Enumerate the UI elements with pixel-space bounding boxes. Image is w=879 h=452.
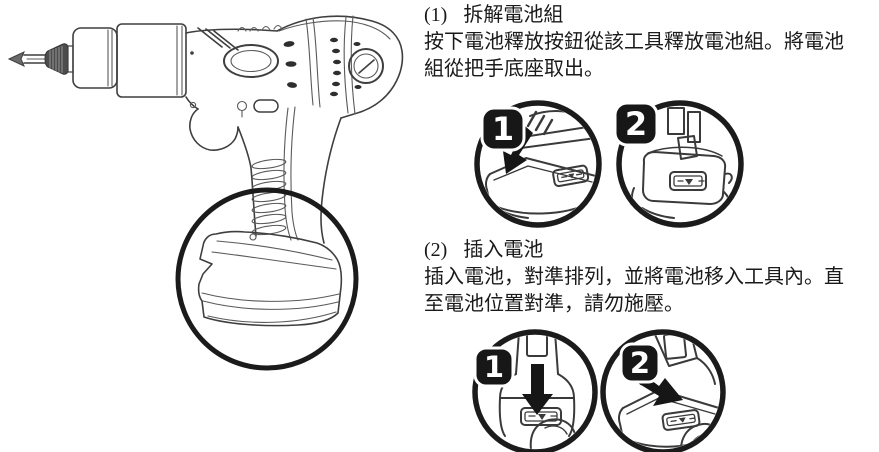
release-button — [669, 171, 707, 191]
magnifier-circle — [175, 187, 359, 371]
top-scallops — [237, 24, 283, 32]
grip-ribs — [251, 158, 287, 236]
handle-front-view — [515, 335, 559, 375]
thumb-outline — [529, 418, 577, 449]
svg-text:2: 2 — [630, 346, 650, 380]
section-1-heading: (1) 拆解電池組 — [424, 2, 879, 29]
vent-slashes — [197, 27, 239, 51]
step-badge-1: 1 — [480, 106, 526, 152]
section-2-number: (2) — [424, 239, 448, 261]
chuck — [44, 43, 74, 75]
motion-hatch-lines — [526, 110, 554, 136]
section-2-title: 插入電池 — [463, 239, 544, 261]
step-figure-insert-2: 2 — [595, 324, 731, 452]
battery-top-edge — [489, 157, 596, 177]
section-1-body-line-2: 組從把手底座取出。 — [424, 58, 604, 80]
section-1: (1) 拆解電池組 按下電池釋放按鈕從該工具釋放電池組。將電池 組從把手底座取出。 — [424, 2, 879, 83]
cordless-drill-drawing — [7, 15, 404, 371]
step-figure-remove-2: 2 — [612, 96, 748, 232]
release-button — [552, 164, 590, 188]
battery-pack — [197, 230, 343, 327]
handle — [251, 106, 342, 244]
svg-text:2: 2 — [625, 105, 647, 143]
trigger — [185, 96, 257, 237]
mode-button — [190, 44, 279, 78]
front-barrel — [72, 27, 118, 89]
section-2-heading: (2) 插入電池 — [424, 237, 879, 264]
release-button — [661, 409, 701, 431]
step-figure-remove-1: 1 — [470, 96, 606, 232]
torque-dial — [348, 48, 384, 84]
section-1-body-line-1: 按下電池釋放按鈕從該工具釋放電池組。將電池 — [424, 31, 844, 53]
drill-bit-icon — [7, 50, 50, 68]
battery-body — [642, 151, 727, 205]
svg-text:1: 1 — [492, 110, 514, 148]
housing-vent-slots — [283, 37, 362, 97]
handle-stub — [667, 107, 701, 143]
step-figure-insert-1: 1 — [467, 324, 603, 452]
section-1-number: (1) — [424, 4, 448, 26]
svg-text:1: 1 — [484, 350, 504, 384]
drill-illustration — [0, 0, 440, 400]
gear-case — [116, 23, 187, 98]
step-badge-2: 2 — [619, 342, 661, 384]
step-badge-1: 1 — [473, 346, 515, 388]
section-2-body-line-1: 插入電池，對準排列，並將電池移入工具內。直 — [424, 266, 844, 288]
section-2: (2) 插入電池 插入電池，對準排列，並將電池移入工具內。直 至電池位置對準，請勿… — [424, 237, 879, 318]
down-arrow-icon — [522, 364, 553, 415]
motor-housing — [185, 15, 404, 119]
rotation-direction-icon — [236, 99, 279, 118]
section-1-title: 拆解電池組 — [463, 4, 564, 26]
belt-clip — [677, 135, 698, 160]
section-2-body-line-2: 至電池位置對準，請勿施壓。 — [424, 293, 684, 315]
step-badge-2: 2 — [613, 101, 659, 147]
